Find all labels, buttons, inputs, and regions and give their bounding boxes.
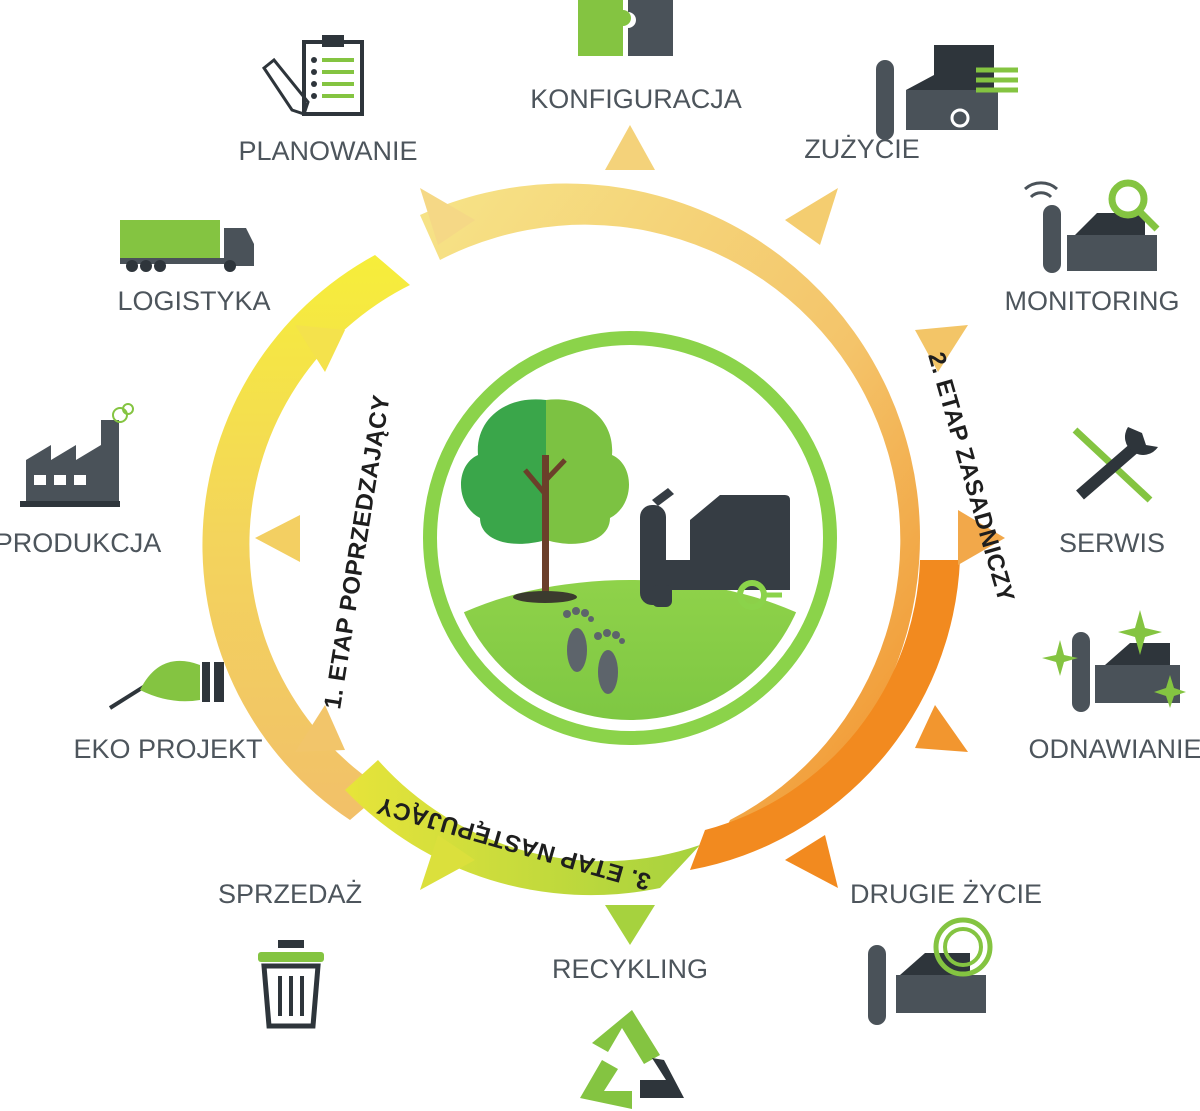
tooth-top-right	[785, 188, 838, 245]
puzzle-icon	[578, 0, 673, 56]
recycle-icon	[580, 1010, 684, 1109]
tooth-top-left	[420, 188, 475, 245]
ring-stage-1	[202, 255, 410, 820]
clipboard-pen-icon	[261, 35, 364, 116]
stage-1-label: 1. ETAP POPRZEDZAJĄCY	[319, 393, 395, 711]
label-planowanie: PLANOWANIE	[238, 136, 417, 166]
tooth-left	[255, 515, 300, 562]
tooth-left-lower	[295, 705, 345, 752]
factory-icon	[20, 403, 134, 507]
center-scene	[423, 331, 837, 745]
tooth-right	[958, 510, 1005, 565]
scrubber-cycle-icon	[868, 917, 993, 1025]
label-monitoring: MONITORING	[1005, 286, 1180, 316]
scrubber-monitor-icon	[1024, 179, 1160, 273]
scrubber-speed-icon	[876, 45, 1018, 140]
gear-ring	[202, 125, 1005, 945]
wrench-screwdriver-icon	[1072, 427, 1158, 503]
footprints-icon	[563, 607, 625, 694]
label-logistyka: LOGISTYKA	[117, 286, 270, 316]
label-serwis: SERWIS	[1059, 528, 1165, 558]
label-eko-projekt: EKO PROJEKT	[73, 734, 262, 764]
trash-bin-icon	[258, 940, 324, 1029]
scrubber-sparkle-icon	[1042, 610, 1186, 712]
label-zuzycie: ZUŻYCIE	[804, 133, 920, 164]
grass	[448, 580, 812, 720]
tooth-right-lower	[915, 705, 968, 752]
truck-icon	[120, 220, 254, 272]
tooth-right-upper	[915, 325, 968, 372]
scrubber-machine-icon	[640, 488, 790, 610]
tooth-bottom-left	[420, 835, 475, 890]
label-sprzedaz: SPRZEDAŻ	[218, 878, 362, 909]
tooth-bottom	[605, 905, 655, 945]
ring-orange	[690, 560, 960, 870]
tooth-left-upper	[295, 325, 345, 372]
hand-pen-icon	[108, 660, 224, 710]
tooth-top	[605, 125, 655, 170]
tree-icon	[460, 399, 630, 603]
label-produkcja: PRODUKCJA	[0, 528, 161, 558]
tooth-bottom-right	[785, 835, 838, 888]
label-konfiguracja: KONFIGURACJA	[530, 84, 742, 114]
label-recykling: RECYKLING	[552, 954, 708, 984]
label-odnawianie: ODNAWIANIE	[1028, 734, 1200, 764]
ring-stage-3	[345, 760, 700, 896]
label-drugie-zycie: DRUGIE ŻYCIE	[850, 878, 1042, 909]
